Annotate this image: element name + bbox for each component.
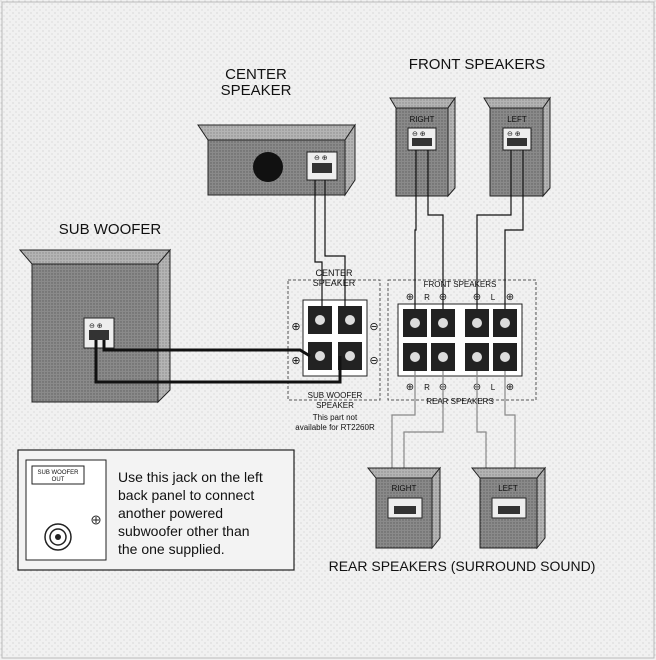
panel-plus-rr: ⊕ [406,382,414,393]
info-text-line-2: back panel to connect [118,487,254,503]
jack-label-line2: OUT [52,477,65,483]
front-rear-terminal-block [403,309,517,371]
svg-text:⊖ ⊕: ⊖ ⊕ [507,131,521,138]
panel-plus-2: ⊕ [291,355,300,367]
panel-center-line2: SPEAKER [313,278,356,288]
panel-front-speakers: FRONT SPEAKERS [424,280,497,289]
front-left-speaker: LEFT ⊖ ⊕ [483,96,551,198]
sub-woofer-label: SUB WOOFER [59,221,162,238]
info-text-line-5: the one supplied. [118,541,225,557]
front-speakers-label: FRONT SPEAKERS [409,56,545,73]
center-sub-terminal-panel: CENTER SPEAKER ⊕ ⊖ ⊕ ⊖ SUB WOOFER SPEAKE… [287,268,381,432]
rear-left-tag: LEFT [498,484,518,493]
front-right-speaker: RIGHT ⊖ ⊕ [389,96,456,198]
rear-left-speaker: LEFT [470,466,547,550]
panel-l-rear: L [491,383,496,392]
info-text-line-1: Use this jack on the left [118,469,263,485]
sub-woofer-wires [94,340,342,384]
panel-center-line1: CENTER [315,268,353,278]
panel-r-front: R [424,293,430,302]
rear-right-tag: RIGHT [392,484,417,493]
panel-plus-fr: ⊕ [406,292,414,303]
panel-note-line1: This part not [313,413,358,422]
rca-jack-icon [44,523,72,551]
rear-right-speaker: RIGHT [366,466,442,550]
jack-label-line1: SUB WOOFER [37,470,79,476]
center-terminal-block [308,306,362,370]
panel-rear-speakers: REAR SPEAKERS [426,397,494,406]
subwoofer-out-info-box: SUB WOOFER OUT Use this jack on the left… [17,449,295,571]
svg-text:⊖ ⊕: ⊖ ⊕ [89,323,103,330]
front-left-tag: LEFT [507,115,527,124]
panel-minus-1: ⊖ [369,321,378,333]
front-right-tag: RIGHT [410,115,435,124]
panel-r-rear: R [424,383,430,392]
speaker-wires [314,150,524,309]
center-speaker: ⊖ ⊕ [197,123,356,197]
svg-text:⊖ ⊕: ⊖ ⊕ [412,131,426,138]
panel-minus-2: ⊖ [369,355,378,367]
panel-plus-fl: ⊕ [506,292,514,303]
screw-icon [91,515,101,525]
panel-plus-1: ⊕ [291,321,300,333]
center-speaker-label-line2: SPEAKER [221,82,292,99]
panel-l-front: L [491,293,496,302]
rear-speakers-label: REAR SPEAKERS (SURROUND SOUND) [329,558,596,574]
center-speaker-cone [253,152,283,182]
panel-sub-woofer-line2: SPEAKER [316,401,354,410]
info-text-line-3: another powered [118,505,223,521]
svg-text:⊖ ⊕: ⊖ ⊕ [314,155,328,162]
center-speaker-label-line1: CENTER [225,66,287,83]
panel-plus-rl: ⊕ [506,382,514,393]
info-text-line-4: subwoofer other than [118,523,250,539]
panel-note-line2: available for RT2260R [295,423,375,432]
panel-sub-woofer-line1: SUB WOOFER [308,391,363,400]
